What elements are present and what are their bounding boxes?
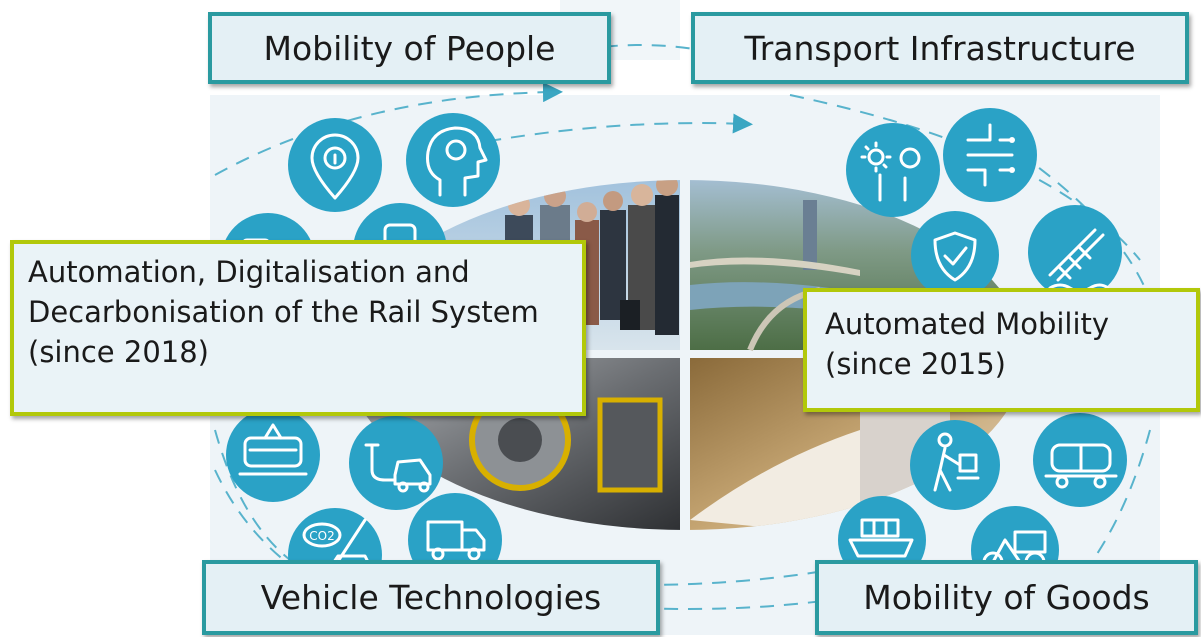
renewables-icon: [846, 123, 940, 217]
category-mobility-of-people: Mobility of People: [208, 12, 611, 84]
tower: [803, 200, 817, 270]
info-pin-icon: [288, 118, 382, 212]
focus-rail-system: Automation, Digitalisation and Decarboni…: [10, 240, 586, 416]
orbit-arc: [439, 113, 753, 151]
orbit-arc: [639, 599, 831, 610]
orbit-arc: [214, 469, 321, 586]
orbit-arc: [214, 82, 563, 176]
engine-part: [597, 397, 663, 493]
tank-wagon-icon: [1033, 413, 1127, 507]
focus-label: Automated Mobility (since 2015): [825, 307, 1110, 382]
head-refresh-icon: [406, 113, 500, 207]
category-label: Mobility of People: [263, 28, 556, 68]
focus-automated-mobility: Automated Mobility (since 2015): [803, 288, 1200, 412]
highway: [690, 257, 860, 276]
orbit-arc: [639, 569, 831, 586]
shield-check-icon: [911, 211, 999, 299]
porter-icon: [910, 420, 1000, 510]
category-label: Mobility of Goods: [863, 578, 1150, 617]
ev-charging-icon: [349, 416, 443, 510]
svg-text:CO2: CO2: [309, 529, 334, 543]
category-vehicle-technologies: Vehicle Technologies: [202, 560, 660, 635]
category-label: Vehicle Technologies: [260, 578, 602, 617]
tram-icon: [226, 408, 320, 502]
bridge-icon: [1028, 205, 1122, 299]
orbit-arc: [214, 429, 291, 561]
engine-part: [498, 418, 542, 462]
category-transport-infrastructure: Transport Infrastructure: [691, 12, 1189, 84]
category-mobility-of-goods: Mobility of Goods: [815, 560, 1198, 635]
focus-label: Automation, Digitalisation and Decarboni…: [28, 255, 539, 370]
circuit-icon: [943, 108, 1037, 202]
category-label: Transport Infrastructure: [744, 28, 1136, 68]
